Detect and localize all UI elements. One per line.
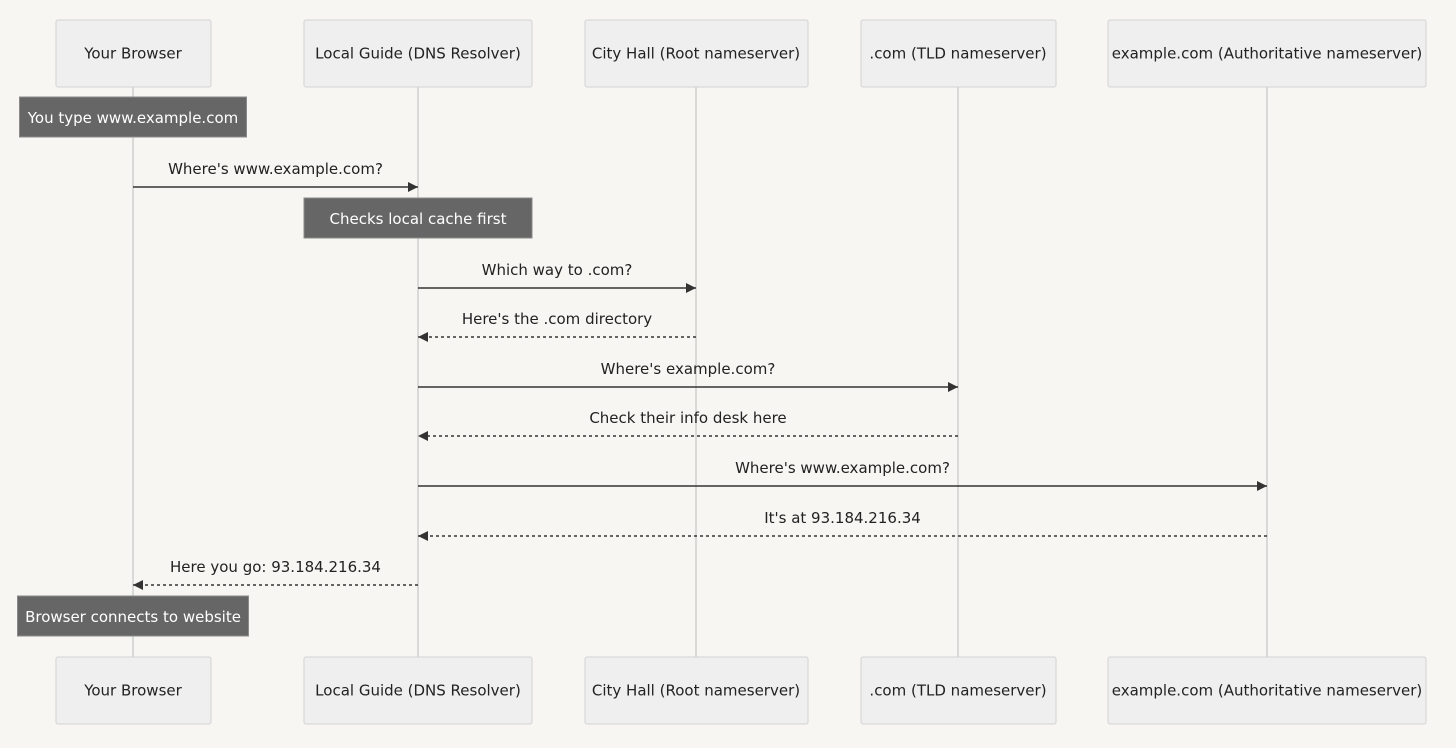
note-label: Browser connects to website <box>25 608 241 626</box>
participant-root-bottom: City Hall (Root nameserver) <box>584 656 809 725</box>
message-6: Check their info desk here <box>418 409 958 441</box>
participant-box <box>303 19 533 88</box>
message-label: Here's the .com directory <box>462 310 652 328</box>
participant-box <box>860 19 1057 88</box>
message-label: Where's www.example.com? <box>735 459 950 477</box>
participant-label: example.com (Authoritative nameserver) <box>1112 45 1423 63</box>
note-2: Checks local cache first <box>303 197 533 239</box>
message-label: Which way to .com? <box>482 261 633 279</box>
participant-auth-top: example.com (Authoritative nameserver) <box>1107 19 1427 88</box>
note-box <box>19 96 247 138</box>
message-3: Which way to .com? <box>418 261 696 293</box>
note-box <box>303 197 533 239</box>
participant-box <box>584 656 809 725</box>
participant-label: Your Browser <box>83 45 182 63</box>
participant-box <box>1107 19 1427 88</box>
message-label: It's at 93.184.216.34 <box>764 509 921 527</box>
note-0: You type www.example.com <box>19 96 247 138</box>
message-label: Where's www.example.com? <box>168 160 383 178</box>
participant-tld-bottom: .com (TLD nameserver) <box>860 656 1057 725</box>
message-1: Where's www.example.com? <box>133 160 418 192</box>
participant-box <box>55 19 212 88</box>
participant-root-top: City Hall (Root nameserver) <box>584 19 809 88</box>
message-label: Check their info desk here <box>589 409 786 427</box>
note-box <box>17 595 249 637</box>
participant-label: Local Guide (DNS Resolver) <box>315 45 521 63</box>
participant-label: .com (TLD nameserver) <box>869 682 1046 700</box>
participant-label: example.com (Authoritative nameserver) <box>1112 682 1423 700</box>
participant-label: City Hall (Root nameserver) <box>592 45 800 63</box>
participant-tld-top: .com (TLD nameserver) <box>860 19 1057 88</box>
participant-label: .com (TLD nameserver) <box>869 45 1046 63</box>
note-label: You type www.example.com <box>27 109 238 127</box>
participant-resolver-top: Local Guide (DNS Resolver) <box>303 19 533 88</box>
participant-resolver-bottom: Local Guide (DNS Resolver) <box>303 656 533 725</box>
participant-label: Your Browser <box>83 682 182 700</box>
participant-box <box>860 656 1057 725</box>
message-label: Here you go: 93.184.216.34 <box>170 558 381 576</box>
participant-browser-top: Your Browser <box>55 19 212 88</box>
message-5: Where's example.com? <box>418 360 958 392</box>
participant-box <box>584 19 809 88</box>
message-4: Here's the .com directory <box>418 310 696 342</box>
participant-box <box>303 656 533 725</box>
participant-browser-bottom: Your Browser <box>55 656 212 725</box>
participant-auth-bottom: example.com (Authoritative nameserver) <box>1107 656 1427 725</box>
message-8: It's at 93.184.216.34 <box>418 509 1267 541</box>
participant-label: Local Guide (DNS Resolver) <box>315 682 521 700</box>
note-10: Browser connects to website <box>17 595 249 637</box>
message-7: Where's www.example.com? <box>418 459 1267 491</box>
note-label: Checks local cache first <box>330 210 507 228</box>
participant-label: City Hall (Root nameserver) <box>592 682 800 700</box>
message-9: Here you go: 93.184.216.34 <box>133 558 418 590</box>
participant-box <box>55 656 212 725</box>
message-label: Where's example.com? <box>601 360 776 378</box>
participant-box <box>1107 656 1427 725</box>
